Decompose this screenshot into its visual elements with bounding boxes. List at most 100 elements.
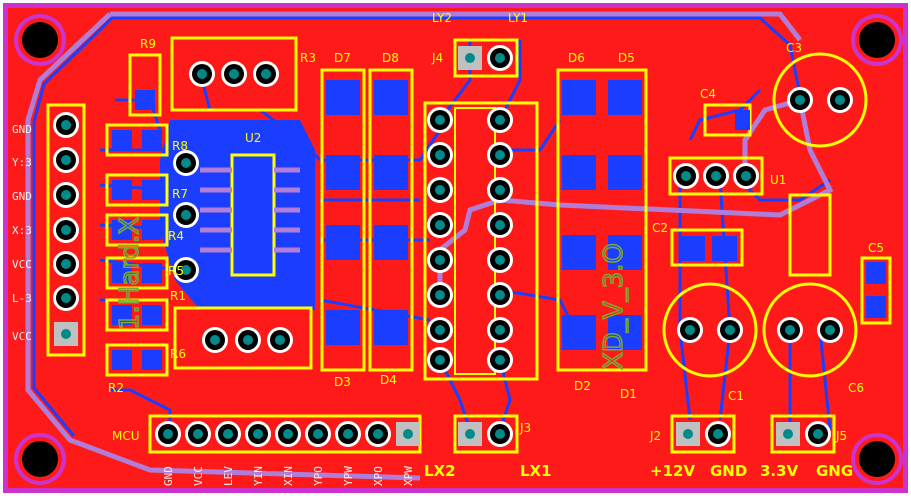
bottom-pin-label: LEV <box>222 466 235 486</box>
u2-pins <box>200 167 300 253</box>
round-pad <box>253 61 279 87</box>
mounting-holes <box>14 14 903 485</box>
bottom-pin-label: XIN <box>282 466 295 486</box>
square-pad <box>458 422 482 446</box>
label-gnd-2: GNG <box>816 462 853 480</box>
round-pad <box>202 327 228 353</box>
round-pad <box>53 147 79 173</box>
ref-r2: R2 <box>108 381 124 395</box>
left-pin-label: L-3 <box>12 292 32 305</box>
electrolytic-caps <box>662 52 868 378</box>
ref-r3: R3 <box>300 51 316 65</box>
left-pin-label: GND <box>12 190 32 203</box>
ref-j4: J4 <box>431 51 443 65</box>
small-cap-pads <box>680 110 886 318</box>
u1-footprint <box>668 156 764 196</box>
ref-r5: R5 <box>168 264 184 278</box>
round-pad <box>155 421 181 447</box>
bottom-trace-loop <box>32 16 802 437</box>
round-pad <box>777 317 803 343</box>
round-pad <box>427 212 453 238</box>
left-pin-label: VCC <box>12 330 32 343</box>
round-pad <box>487 282 513 308</box>
ref-d5: D5 <box>618 51 635 65</box>
round-pad <box>185 421 211 447</box>
label-lx1: LX1 <box>520 462 552 480</box>
r3-footprint <box>170 36 298 112</box>
silkscreen-labels: R9 R3 R8 R7 R4 R5 R1 R2 R6 U2 U1 D7 D8 D… <box>108 11 884 480</box>
round-pad <box>53 112 79 138</box>
diode-pads-right <box>562 80 642 350</box>
round-pad <box>365 421 391 447</box>
round-pad <box>787 87 813 113</box>
ref-r7: R7 <box>172 187 188 201</box>
ref-c6: C6 <box>848 381 864 395</box>
square-pad <box>396 422 420 446</box>
ref-mcu: MCU <box>112 429 140 443</box>
round-pad <box>53 251 79 277</box>
ref-j5: J5 <box>835 429 847 443</box>
round-pad <box>275 421 301 447</box>
ref-d2: D2 <box>574 379 591 393</box>
round-pad <box>487 177 513 203</box>
round-pad <box>245 421 271 447</box>
through-hole-pads <box>53 45 853 447</box>
ref-r6: R6 <box>170 347 186 361</box>
bottom-pin-label: XPO <box>372 466 385 486</box>
round-pad <box>53 217 79 243</box>
round-pad <box>427 142 453 168</box>
ref-c5: C5 <box>868 241 884 255</box>
label-3v3: 3.3V <box>760 462 799 480</box>
small-capacitors <box>670 103 892 325</box>
resistor-footprints <box>105 53 169 377</box>
ref-d3: D3 <box>334 375 351 389</box>
round-pad <box>733 163 759 189</box>
round-pad <box>487 45 513 71</box>
round-pad <box>827 87 853 113</box>
ref-u2: U2 <box>245 131 261 145</box>
round-pad <box>487 317 513 343</box>
j4-header <box>453 38 519 78</box>
resistor-pads <box>112 90 162 370</box>
ref-c4: C4 <box>700 87 716 101</box>
round-pad <box>487 421 513 447</box>
square-pad <box>458 46 482 70</box>
bottom-pin-label: YIN <box>252 466 265 486</box>
ref-d6: D6 <box>568 51 585 65</box>
bottom-pin-label: XPW <box>402 466 415 486</box>
ref-r8: R8 <box>172 139 188 153</box>
round-pad <box>817 317 843 343</box>
ref-d8: D8 <box>382 51 399 65</box>
round-pad <box>677 317 703 343</box>
ref-ly2: LY2 <box>432 11 452 25</box>
j5-header <box>770 414 836 454</box>
ref-r4: R4 <box>168 229 184 243</box>
round-pad <box>673 163 699 189</box>
top-trace-loop <box>25 11 802 481</box>
bottom-pin-label: GND <box>162 466 175 486</box>
left-pin-label: VCC <box>12 258 32 271</box>
ref-d7: D7 <box>334 51 351 65</box>
round-pad <box>267 327 293 353</box>
signal-trace <box>437 99 834 300</box>
round-pad <box>189 61 215 87</box>
round-pad <box>235 327 261 353</box>
round-pad <box>305 421 331 447</box>
bottom-pin-label: YPW <box>342 466 355 486</box>
signal-trace-2 <box>742 97 801 180</box>
round-pad <box>427 247 453 273</box>
label-12v: +12V <box>650 462 695 480</box>
j3-header <box>453 414 519 454</box>
round-pad <box>173 257 199 283</box>
round-pad <box>221 61 247 87</box>
ref-j3: J3 <box>519 421 531 435</box>
round-pad <box>427 177 453 203</box>
square-pad <box>54 322 78 346</box>
j2-header <box>670 414 736 454</box>
bottom-pin-label: VCC <box>192 466 205 486</box>
ref-u1: U1 <box>770 173 786 187</box>
bottom-pin-label: YPO <box>312 466 325 486</box>
round-pad <box>53 285 79 311</box>
green-text-left: 1.Hard.X <box>115 217 145 330</box>
